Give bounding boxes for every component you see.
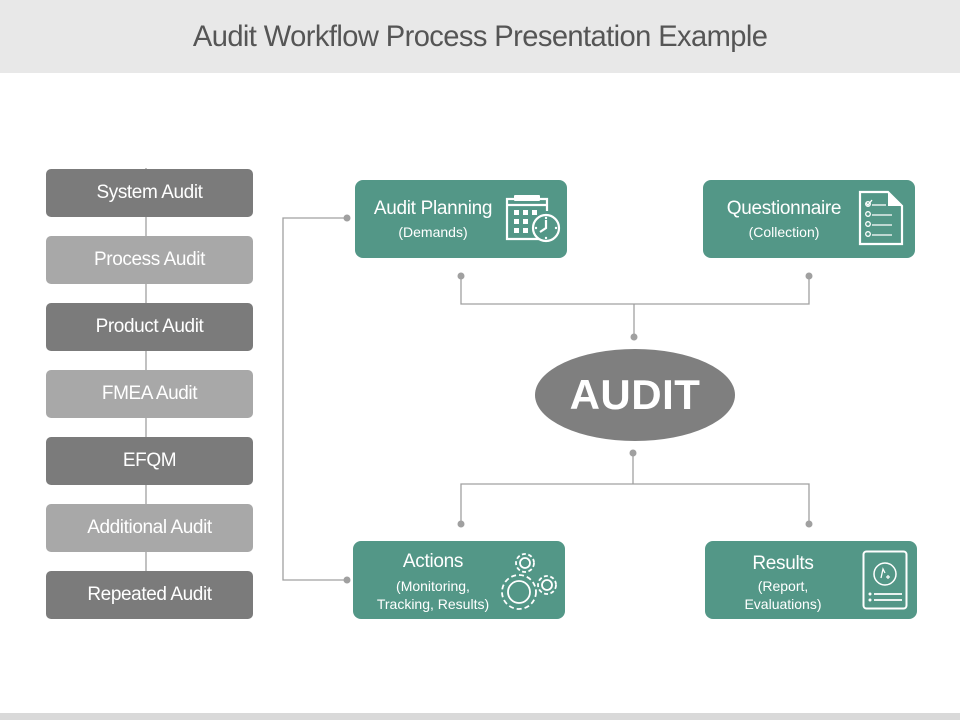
connector-dot [805,520,813,528]
audit-type-repeated: Repeated Audit [46,571,253,619]
connector-dot [805,272,813,280]
connector-dot [629,449,637,457]
audit-type-label: Additional Audit [87,517,212,538]
stage-results: Results (Report, Evaluations) [705,541,917,619]
audit-type-label: System Audit [96,182,203,203]
checklist-document-icon [858,190,904,246]
connector-dot [630,333,638,341]
stage-sublabel-line-2: Tracking, Results) [376,596,490,612]
audit-type-label: Product Audit [95,316,204,337]
gears-icon [501,553,557,610]
connector-dot [343,576,351,584]
audit-type-label: EFQM [122,450,177,471]
audit-type-system: System Audit [46,169,253,217]
stage-sublabel-line-2: Evaluations) [744,596,822,612]
report-grade-icon [862,550,908,610]
page-title: Audit Workflow Process Presentation Exam… [192,19,768,53]
top-branch-connector [460,276,810,305]
audit-type-label: Repeated Audit [87,584,212,605]
audit-type-fmea: FMEA Audit [46,370,253,418]
stage-actions: Actions (Monitoring, Tracking, Results) [353,541,565,619]
connector-dot [457,520,465,528]
stage-label: Audit Planning [373,198,493,219]
stage-questionnaire: Questionnaire (Collection) [703,180,915,258]
stage-sublabel: (Collection) [748,224,820,240]
audit-type-additional: Additional Audit [46,504,253,552]
audit-center-node: AUDIT [535,349,735,441]
audit-type-label: FMEA Audit [101,383,198,404]
connector-dot [343,214,351,222]
audit-type-product: Product Audit [46,303,253,351]
title-bar: Audit Workflow Process Presentation Exam… [0,0,960,73]
audit-type-label: Process Audit [94,249,205,270]
stage-sublabel-line-1: (Report, [757,578,809,594]
bottom-bar [0,713,960,720]
bottom-branch-connector [460,483,810,523]
stage-label: Questionnaire [726,198,842,219]
audit-type-efqm: EFQM [46,437,253,485]
stage-audit-planning: Audit Planning (Demands) [355,180,567,258]
stage-label: Results [752,553,814,574]
planning-actions-connector [282,217,345,581]
connector-dot [457,272,465,280]
audit-center-label: AUDIT [569,371,701,418]
stage-sublabel: (Demands) [398,224,468,240]
stage-sublabel-line-1: (Monitoring, [396,578,470,594]
stage-label: Actions [402,551,464,572]
audit-type-process: Process Audit [46,236,253,284]
calendar-clock-icon [505,195,561,243]
